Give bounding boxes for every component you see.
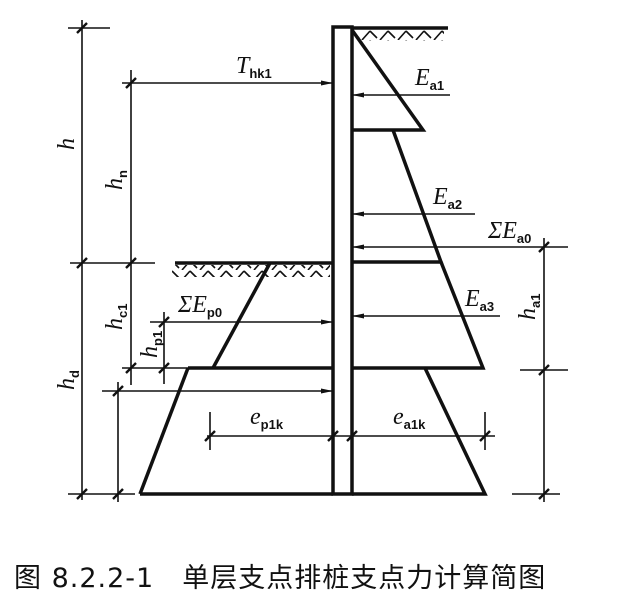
dimension-lines — [68, 20, 568, 502]
label-hd: hd — [54, 370, 82, 390]
figure-caption: 图 8.2.2-1 单层支点排桩支点力计算简图 — [14, 556, 574, 595]
label-SumEa0: ΣEa0 — [487, 218, 531, 246]
label-ep1k: ep1k — [250, 404, 284, 432]
label-Ea1: Ea1 — [414, 65, 444, 93]
ground-surface-excavated — [172, 261, 333, 277]
ground-surface-retained — [352, 26, 448, 41]
label-Thk1: Thk1 — [236, 53, 272, 81]
label-ha1: ha1 — [515, 294, 543, 320]
figure-number: 图 8.2.2-1 — [14, 563, 155, 594]
label-Ea3: Ea3 — [464, 286, 494, 314]
label-SumEp0: ΣEp0 — [177, 292, 222, 320]
label-hn: hn — [102, 170, 130, 190]
retaining-pile — [331, 25, 354, 496]
label-ea1k: ea1k — [393, 404, 426, 432]
passive-pressure-diagram — [138, 262, 333, 496]
label-h: h — [54, 138, 80, 150]
label-Ea2: Ea2 — [432, 184, 462, 212]
active-pressure-diagram — [350, 28, 488, 496]
label-hp1: hp1 — [137, 331, 165, 358]
figure-title: 单层支点排桩支点力计算简图 — [182, 563, 547, 594]
label-hc1: hc1 — [102, 304, 130, 330]
